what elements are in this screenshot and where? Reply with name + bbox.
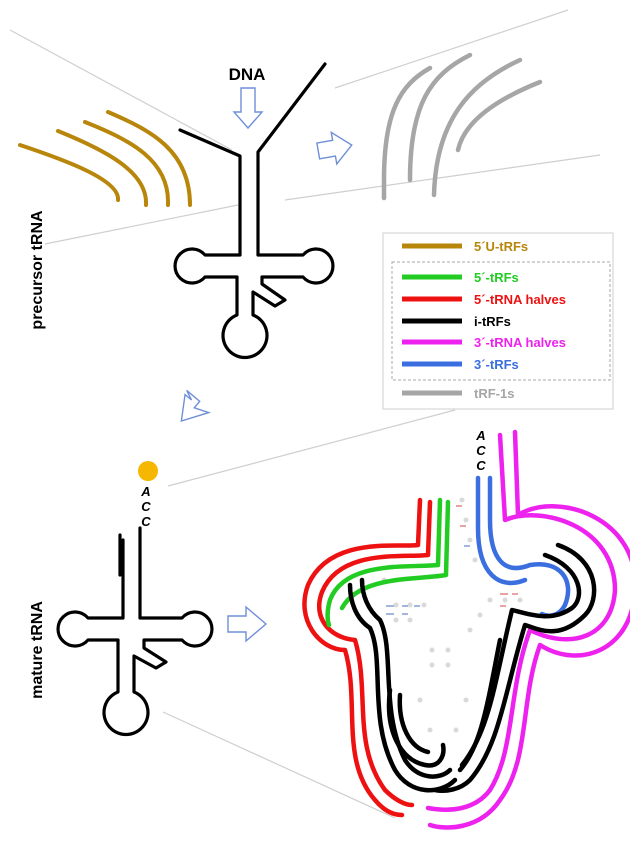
base-dot [459, 497, 465, 503]
base-dot [429, 662, 435, 668]
base-dot [421, 602, 427, 608]
precursor-5prime-arm [178, 128, 242, 170]
trna-3prime-half [427, 429, 630, 830]
u5-trf-fragment [106, 110, 192, 207]
base-dot [463, 697, 469, 703]
base-dot [445, 647, 451, 653]
cca-end-dot [138, 461, 158, 481]
arrow-right-icon [316, 131, 353, 166]
trf-1s-fragments [381, 52, 543, 201]
legend-label-3-trna-halves: 3´-tRNA halves [474, 335, 566, 350]
detail-acc-c1: C [476, 443, 486, 458]
trna-3prime-halves [425, 429, 630, 830]
trna-5prime-halves [302, 497, 433, 818]
arrow-down-left-icon [180, 389, 212, 422]
arrow-down-icon [232, 87, 264, 130]
base-pair-marks [386, 505, 518, 615]
precursor-3prime-arm [256, 62, 327, 170]
mature-acc-c2: C [141, 514, 151, 529]
i-trf-fragment [432, 542, 597, 793]
trfs-3prime [475, 475, 571, 618]
legend: 5´U-tRFs 5´-tRFs 5´-tRNA halves i-tRFs 3´-tR… [382, 232, 614, 410]
mature-acc-a: A [140, 484, 150, 499]
legend-label-trf-1s: tRF-1s [474, 386, 514, 401]
base-dot [407, 602, 413, 608]
i-trf-fragment [359, 577, 453, 779]
base-dot [429, 647, 435, 653]
base-pair-dots [381, 497, 523, 733]
i-trf-fragment [459, 552, 582, 768]
i-trf-fragment [457, 637, 503, 773]
trna-3prime-half [425, 432, 618, 812]
base-dot [517, 597, 523, 603]
legend-label-5-trna-halves: 5´-tRNA halves [474, 292, 566, 307]
base-dot [467, 537, 473, 543]
precursor-trna-label: precursor tRNA [29, 210, 46, 330]
base-dot [453, 727, 459, 733]
mature-acc-c1: C [141, 499, 151, 514]
i-trf-fragment [347, 582, 458, 793]
trf-5prime [325, 497, 443, 628]
trf-1-fragment [431, 57, 523, 198]
mature-trna-structure [56, 526, 214, 737]
detail-acc-a: A [475, 428, 485, 443]
trf-3prime [475, 475, 528, 586]
base-dot [472, 557, 478, 563]
dna-label: DNA [229, 65, 266, 84]
i-trfs-fragments [347, 542, 597, 793]
guide-line [9, 29, 233, 151]
base-dot [407, 617, 413, 623]
guide-lines [9, 9, 601, 819]
base-dot [467, 627, 473, 633]
detail-acc-c2: C [476, 458, 486, 473]
u5-trfs-fragments [18, 110, 192, 207]
i-trf-fragment [397, 692, 431, 755]
guide-line [44, 204, 239, 245]
base-dot [477, 612, 483, 618]
legend-label-i-trfs: i-tRFs [474, 314, 511, 329]
u5-trf-fragment [83, 120, 171, 207]
guide-line [334, 9, 569, 89]
base-dot [502, 597, 508, 603]
mature-trna-label: mature tRNA [29, 601, 46, 699]
trf-1-fragment [455, 79, 543, 153]
arrow-right-icon [227, 605, 268, 643]
base-dot [393, 602, 399, 608]
legend-label-3-trfs: 3´-tRFs [474, 357, 519, 372]
trna-5prime-half [317, 499, 433, 808]
u5-trf-fragment [18, 143, 120, 202]
guide-line [284, 154, 601, 201]
base-dot [463, 517, 469, 523]
precursor-cloverleaf [173, 166, 335, 360]
guide-line [167, 409, 456, 487]
trna-5prime-half [302, 497, 423, 818]
u5-trf-fragment [56, 129, 149, 207]
trf-1-fragment [407, 52, 473, 183]
base-dot [487, 597, 493, 603]
legend-dashed-group [391, 261, 611, 381]
legend-label-5-trfs: 5´-tRFs [474, 270, 519, 285]
mature-cloverleaf [56, 526, 214, 737]
trf-1-fragment [381, 65, 433, 201]
i-trf-fragment [386, 687, 446, 768]
legend-label-5u-trfs: 5´U-tRFs [474, 239, 528, 254]
base-dot [417, 697, 423, 703]
base-dot [393, 617, 399, 623]
base-dot [427, 727, 433, 733]
base-dot [445, 662, 451, 668]
precursor-trna-structure [173, 62, 335, 360]
guide-line [162, 711, 396, 819]
